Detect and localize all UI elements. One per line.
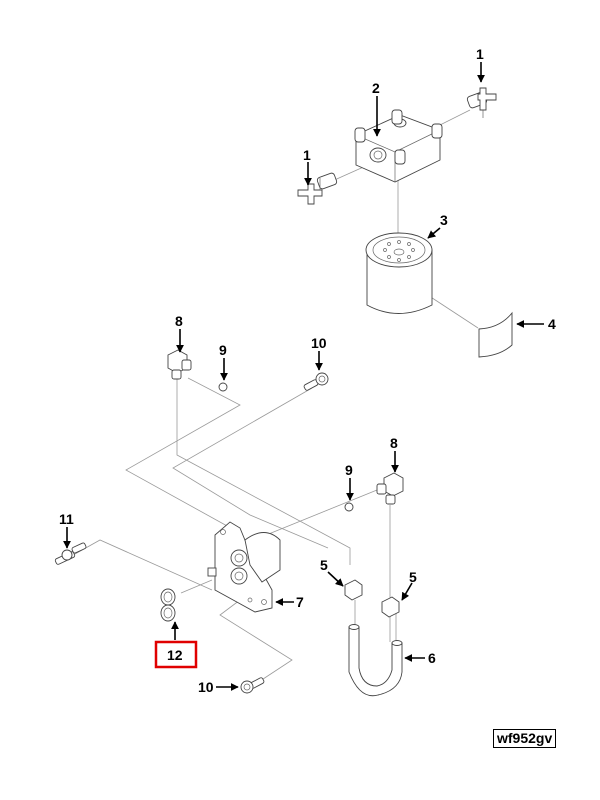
- callout-1-right: 1: [476, 46, 484, 62]
- part-3-filter-cartridge[interactable]: [365, 232, 433, 314]
- callout-5-left: 5: [320, 557, 328, 573]
- callout-9-lower: 9: [345, 462, 353, 478]
- part-5-left-clip[interactable]: [344, 579, 363, 601]
- part-1-left-fitting[interactable]: [297, 172, 338, 205]
- figure-id-label: wf952gv: [493, 729, 557, 748]
- callout-5-right: 5: [409, 569, 417, 585]
- callout-6: 6: [428, 650, 436, 666]
- part-2-filter-head[interactable]: [354, 109, 443, 183]
- callout-10-lower: 10: [198, 679, 214, 695]
- assembly-leader-lines: [74, 109, 479, 684]
- part-10-upper-bolt[interactable]: [303, 372, 329, 391]
- part-8-lower-elbow[interactable]: [376, 472, 404, 505]
- part-11-fitting[interactable]: [54, 542, 87, 565]
- callout-1-left: 1: [303, 147, 311, 163]
- callout-11: 11: [59, 511, 74, 527]
- part-4-label[interactable]: [478, 311, 513, 358]
- callout-9-upper: 9: [219, 342, 227, 358]
- callout-8-lower: 8: [390, 435, 398, 451]
- callout-3: 3: [440, 212, 448, 228]
- callout-2: 2: [372, 80, 380, 96]
- part-8-upper-elbow[interactable]: [167, 349, 192, 380]
- part-9-upper-washer[interactable]: [218, 382, 228, 392]
- part-9-lower-washer[interactable]: [344, 502, 354, 512]
- callout-8-upper: 8: [175, 313, 183, 329]
- part-10-lower-bolt[interactable]: [240, 677, 265, 694]
- callout-12: 12: [167, 647, 183, 663]
- callout-12-highlight-box: [154, 640, 198, 669]
- part-7-separator-body[interactable]: [207, 521, 281, 613]
- callout-4: 4: [548, 316, 556, 332]
- part-1-right-fitting[interactable]: [466, 87, 497, 118]
- part-6-u-hose[interactable]: [348, 624, 403, 697]
- part-12-o-rings[interactable]: [160, 588, 176, 622]
- callout-arrows: [63, 62, 544, 691]
- callout-10-upper: 10: [311, 335, 327, 351]
- part-5-right-clip[interactable]: [381, 596, 400, 618]
- callout-7: 7: [296, 594, 304, 610]
